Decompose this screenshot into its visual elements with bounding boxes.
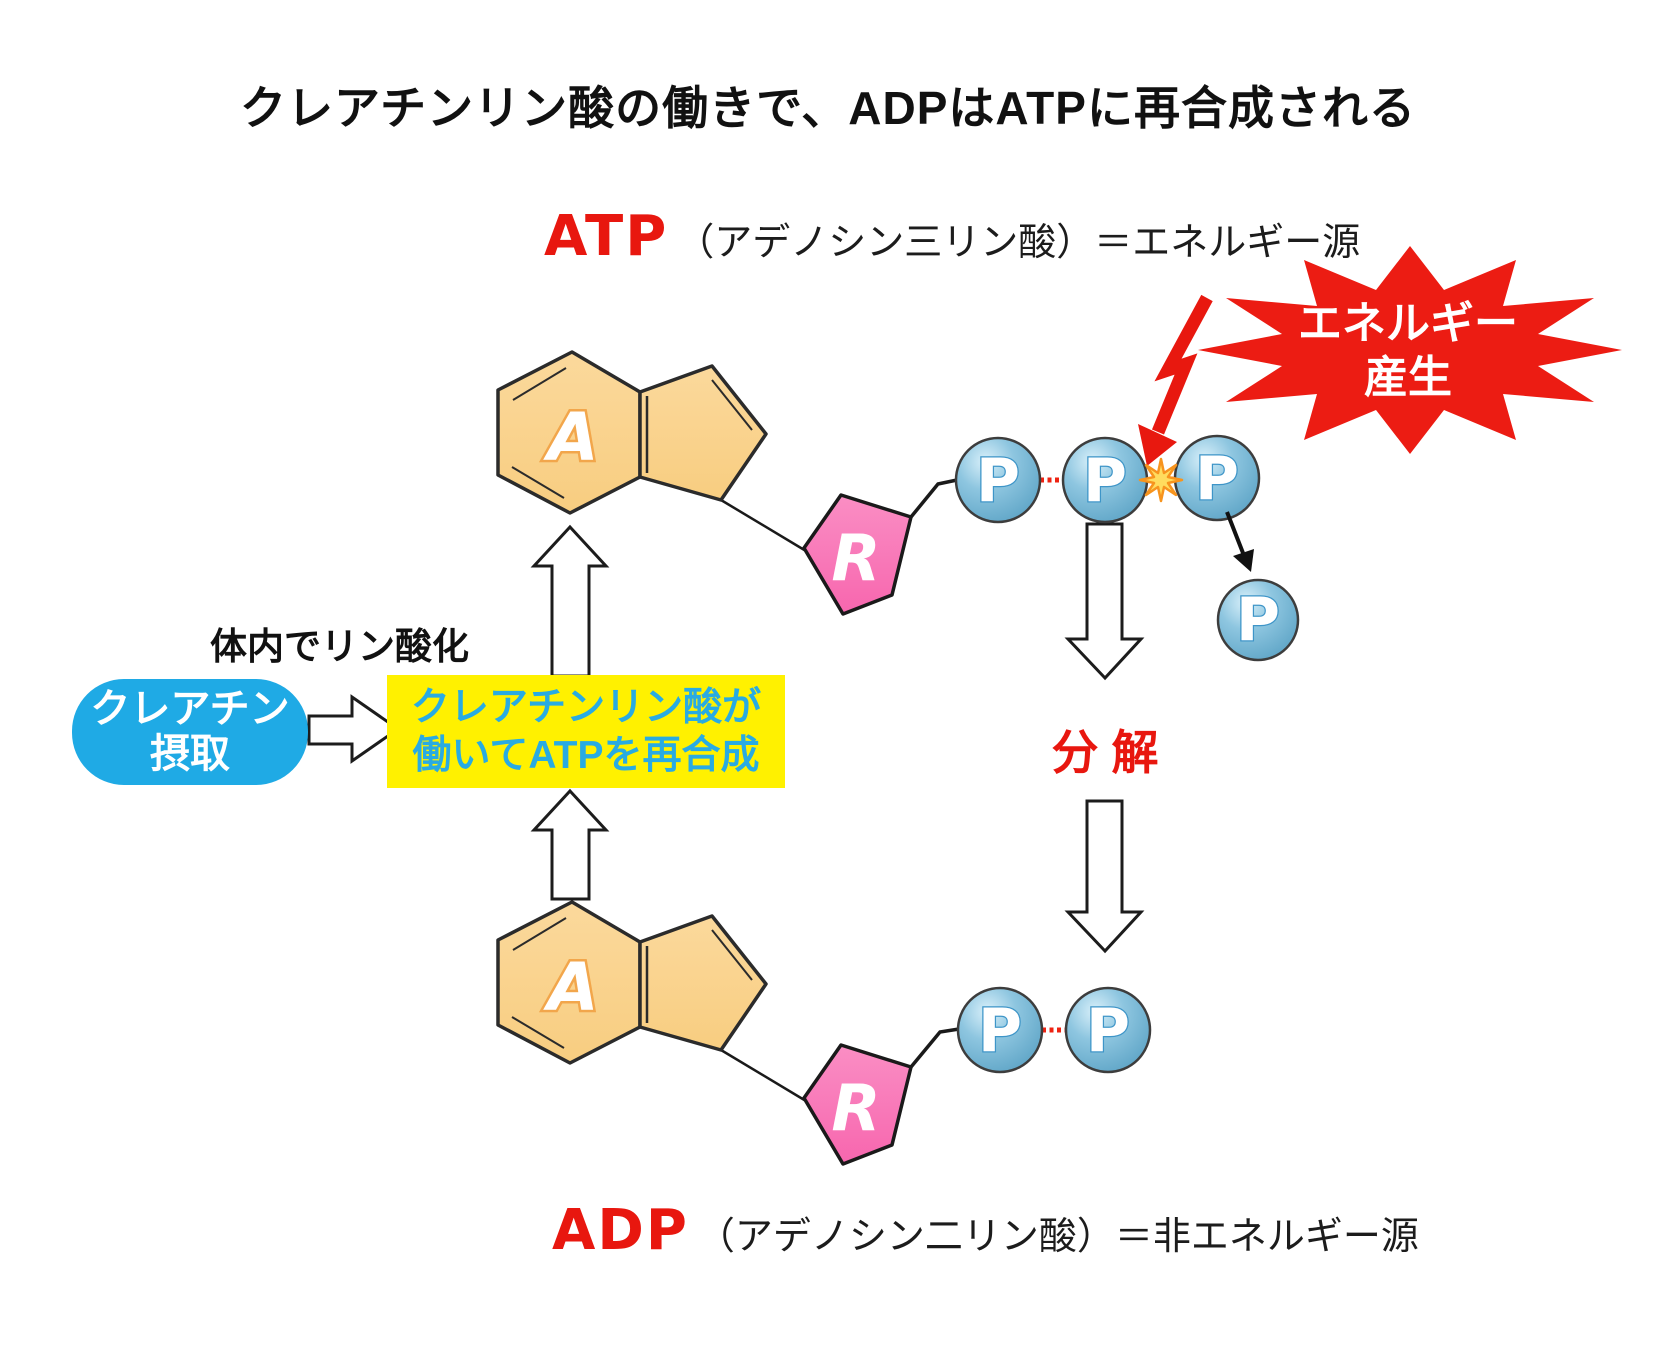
up-arrow-adp-to-resynthesis: [530, 788, 610, 901]
adenine-pentagon: [638, 364, 768, 502]
bond-ribose-phosphate: [909, 1027, 960, 1069]
lightning-bolt-icon: [1138, 294, 1213, 466]
double-bond-mark: [512, 367, 567, 401]
adenine-letter: A: [542, 949, 598, 1026]
creatine-intake-line2: 摂取: [150, 732, 230, 776]
phosphate-circle-1: [956, 986, 1044, 1074]
right-arrow-creatine-to-resynthesis: [307, 694, 401, 764]
double-bond-mark: [511, 1016, 565, 1049]
page-title: クレアチンリン酸の働きで、ADPはATPに再合成される: [240, 82, 1416, 134]
released-phosphate-circle: [1216, 578, 1300, 662]
energy-burst-line1: エネルギー: [1298, 299, 1518, 348]
phosphate-letter: P: [1086, 996, 1130, 1066]
flow-arrows: [307, 522, 1145, 954]
bond-adenine-ribose: [720, 498, 807, 553]
energy-burst-line2: 産生: [1364, 353, 1452, 402]
phosphate-letter: P: [1236, 585, 1280, 655]
creatine-intake-box: クレアチン 摂取: [72, 679, 308, 785]
atp-caption: ATP （アデノシン三リン酸）＝エネルギー源: [544, 204, 1360, 269]
creatine-intake-line1: クレアチン: [90, 686, 290, 731]
bond-adenine-ribose: [720, 1048, 807, 1103]
adp-description: （アデノシン二リン酸）＝非エネルギー源: [696, 1216, 1419, 1258]
resynthesis-box: クレアチンリン酸が 働いてATPを再合成: [387, 675, 785, 788]
atp-molecule: A R P P P P: [496, 350, 1300, 662]
double-bond-mark: [711, 379, 753, 431]
decomposition-label: 分 解: [1051, 726, 1159, 779]
adenine-pentagon: [638, 914, 768, 1052]
phosphate-circle-2: [1064, 986, 1152, 1074]
phosphate-letter: P: [978, 996, 1022, 1066]
adp-caption: ADP （アデノシン二リン酸）＝非エネルギー源: [552, 1198, 1419, 1263]
up-arrow-resynthesis-to-atp: [530, 524, 610, 678]
phosphate-circle-1: [954, 436, 1042, 524]
adenine-letter: A: [542, 399, 598, 476]
double-bond-mark: [511, 466, 565, 499]
atp-abbr: ATP: [544, 204, 669, 269]
bond-break-spark-icon: [1138, 457, 1184, 503]
atp-description: （アデノシン三リン酸）＝エネルギー源: [676, 222, 1361, 264]
energy-burst-star: [1198, 246, 1622, 454]
ribose-pentagon: [802, 1043, 913, 1166]
energy-burst: エネルギー 産生: [1198, 246, 1622, 454]
double-bond-mark: [512, 917, 567, 951]
resynthesis-line2: 働いてATPを再合成: [412, 733, 760, 777]
down-arrow-atp-to-decomposition: [1064, 522, 1145, 681]
bond-ribose-phosphate: [909, 478, 958, 519]
down-arrow-decomposition-to-adp: [1064, 799, 1145, 954]
ribose-pentagon: [802, 493, 913, 616]
phosphorylation-label: 体内でリン酸化: [210, 626, 469, 667]
resynthesis-line1: クレアチンリン酸が: [410, 685, 762, 729]
phosphate-letter: P: [976, 446, 1020, 516]
released-phosphate-arrow: [1225, 511, 1245, 554]
adp-abbr: ADP: [552, 1198, 689, 1263]
ribose-letter: R: [831, 1072, 880, 1146]
phosphate-letter: P: [1083, 446, 1127, 516]
double-bond-mark: [711, 929, 753, 981]
ribose-letter: R: [831, 522, 880, 596]
released-phosphate-arrowhead: [1233, 549, 1254, 572]
adp-molecule: A R P P: [496, 900, 1152, 1166]
phosphate-letter: P: [1195, 444, 1239, 514]
